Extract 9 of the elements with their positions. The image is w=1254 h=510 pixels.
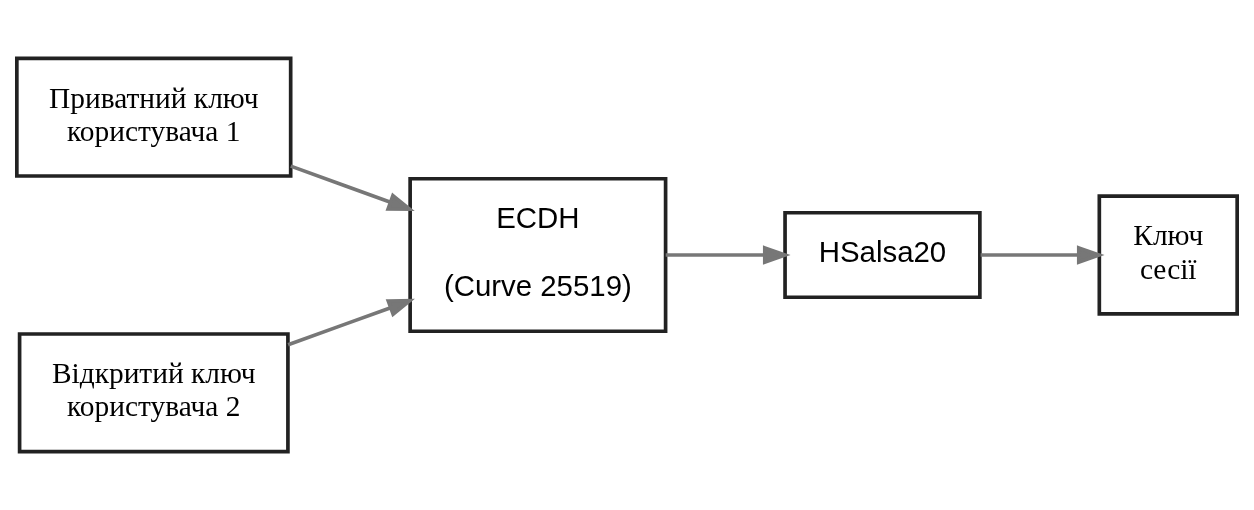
arrow (290, 164, 415, 212)
node-box: HSalsa20 (783, 210, 982, 300)
arrow (980, 245, 1105, 265)
node-box: Відкритий ключ користувача 2 (17, 332, 290, 454)
node-box: ECDH (Curve 25519) (408, 176, 668, 334)
node-box: Ключ сесії (1097, 194, 1239, 316)
arrow (287, 298, 415, 347)
arrow (665, 245, 791, 265)
node-box: Приватний ключ користувача 1 (15, 56, 293, 178)
